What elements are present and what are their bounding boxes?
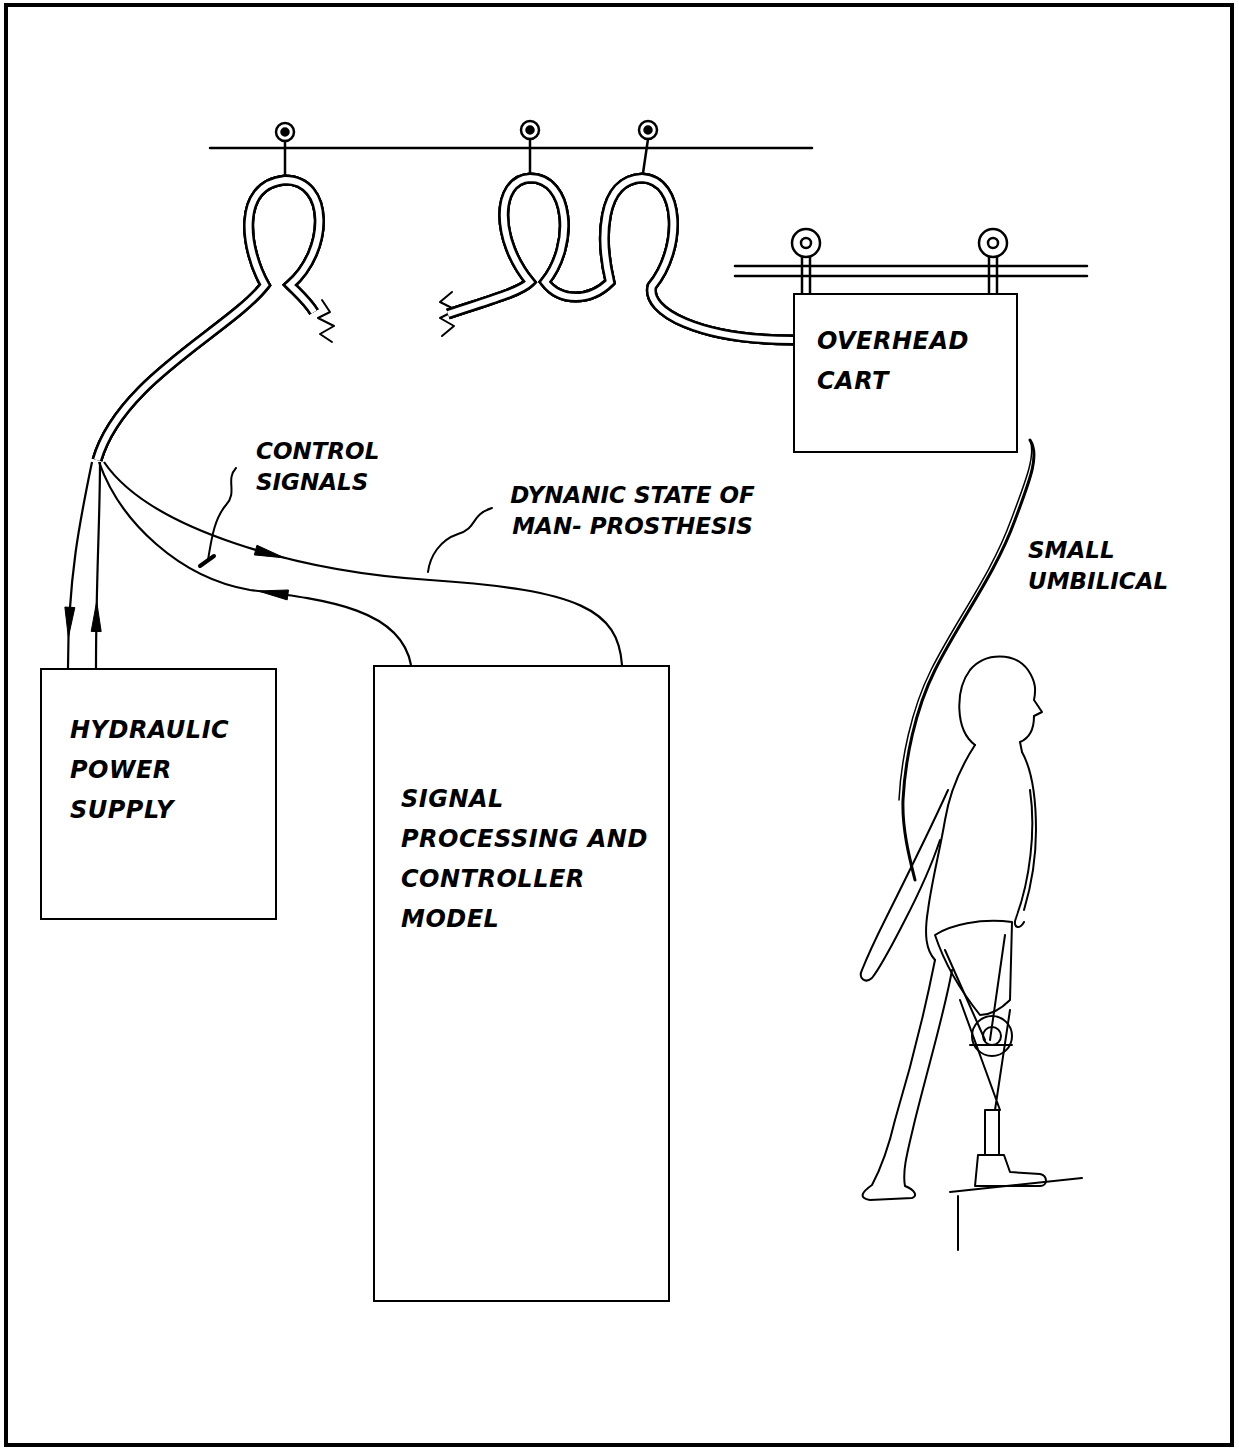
connector xyxy=(97,178,793,665)
hose-core xyxy=(97,180,319,460)
signal-line xyxy=(68,462,92,668)
process-box: OVERHEAD CART xyxy=(793,293,1018,453)
arrowhead xyxy=(65,607,75,637)
label-box: CONTROL SIGNALS xyxy=(256,436,456,498)
connector xyxy=(65,178,793,668)
box-label: HYDRAULIC POWER SUPPLY xyxy=(70,710,245,830)
signal-label: DYNANIC STATE OF MAN- PROSTHESIS xyxy=(510,482,754,539)
break-symbol xyxy=(318,300,334,342)
connector xyxy=(97,178,793,665)
hose-hooks xyxy=(276,121,657,182)
box-label: OVERHEAD CART xyxy=(817,321,994,401)
arrowhead xyxy=(91,601,101,631)
hose-core xyxy=(448,178,793,340)
leader-tick xyxy=(200,556,214,566)
signal-line xyxy=(96,462,100,668)
cart-track xyxy=(735,229,1087,294)
label-box: SMALL UMBILICAL xyxy=(1028,535,1218,597)
process-box: HYDRAULIC POWER SUPPLY xyxy=(40,668,277,920)
arrowhead xyxy=(254,545,284,558)
leader-line xyxy=(208,468,236,560)
step xyxy=(950,1178,1082,1250)
label-box: DYNANIC STATE OF MAN- PROSTHESIS xyxy=(500,480,765,542)
hanger-rail xyxy=(210,147,812,150)
hose-outline xyxy=(448,178,793,340)
hose-outline xyxy=(97,180,319,460)
hose-outline xyxy=(448,178,793,340)
hose-core xyxy=(97,180,319,460)
arrowhead xyxy=(258,590,288,600)
process-box: SIGNAL PROCESSING AND CONTROLLER MODEL xyxy=(373,665,670,1302)
hose-outline xyxy=(97,180,319,460)
amputee-figure xyxy=(861,657,1046,1201)
hose-outline xyxy=(97,180,319,460)
leader-line xyxy=(428,508,492,572)
part-label: SMALL UMBILICAL xyxy=(1028,537,1168,594)
signal-label: CONTROL SIGNALS xyxy=(256,438,379,495)
hose-core xyxy=(448,178,793,340)
hose-core xyxy=(448,178,793,340)
box-label: SIGNAL PROCESSING AND CONTROLLER MODEL xyxy=(401,779,654,939)
hose-core xyxy=(97,180,319,460)
hose-outline xyxy=(448,178,793,340)
